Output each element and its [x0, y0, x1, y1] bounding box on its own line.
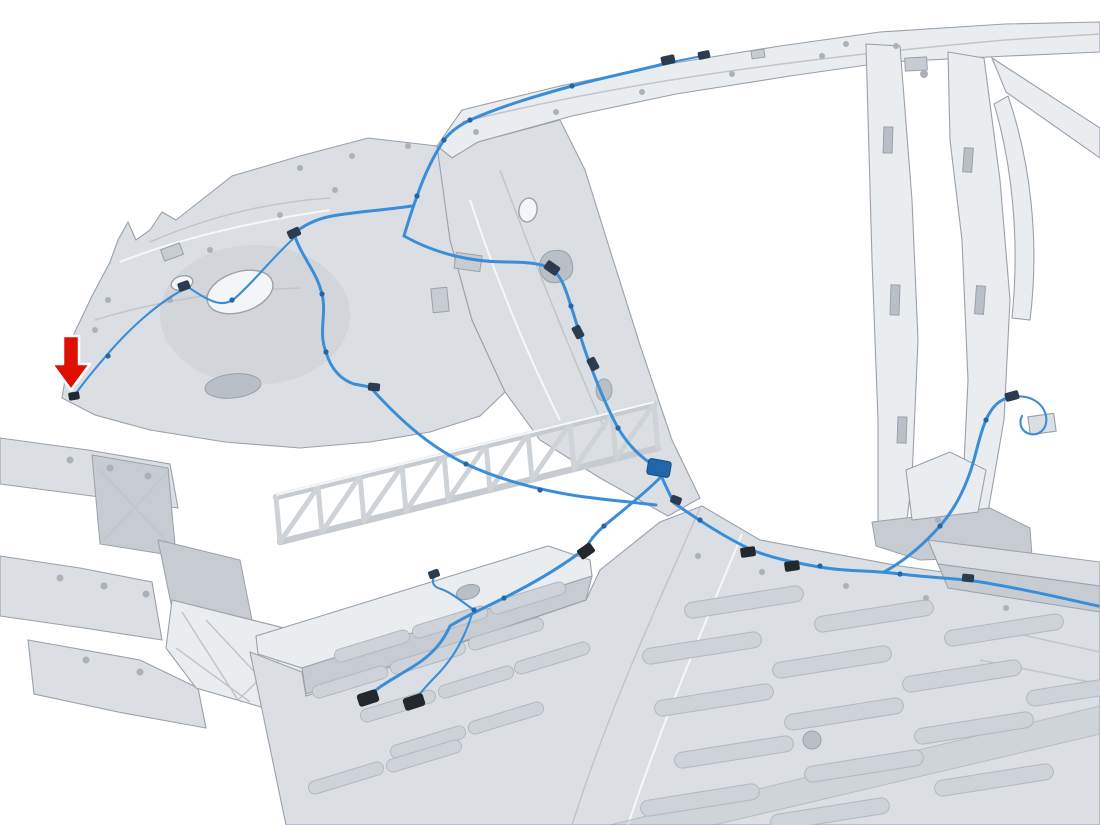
harness-connectors: [68, 50, 1020, 711]
floor-ribs-right: [640, 585, 1100, 825]
b-pillar: [865, 43, 1100, 561]
c-pillar-panel: [436, 119, 701, 517]
floor-pan: [249, 505, 1100, 825]
location-arrow-shape: [50, 334, 92, 392]
floor-ribs-left: [307, 581, 591, 795]
rear-quarter-panel: [61, 137, 506, 449]
bolt-dots: [297, 41, 1009, 611]
harness-clips: [105, 83, 989, 613]
left-frame-rails: [0, 437, 319, 729]
arrow-target-connector: [68, 391, 80, 401]
cross-truss: [272, 400, 662, 546]
body-structure: [0, 21, 1100, 825]
harness-junction: [646, 458, 672, 478]
location-arrow-icon: [50, 334, 92, 392]
